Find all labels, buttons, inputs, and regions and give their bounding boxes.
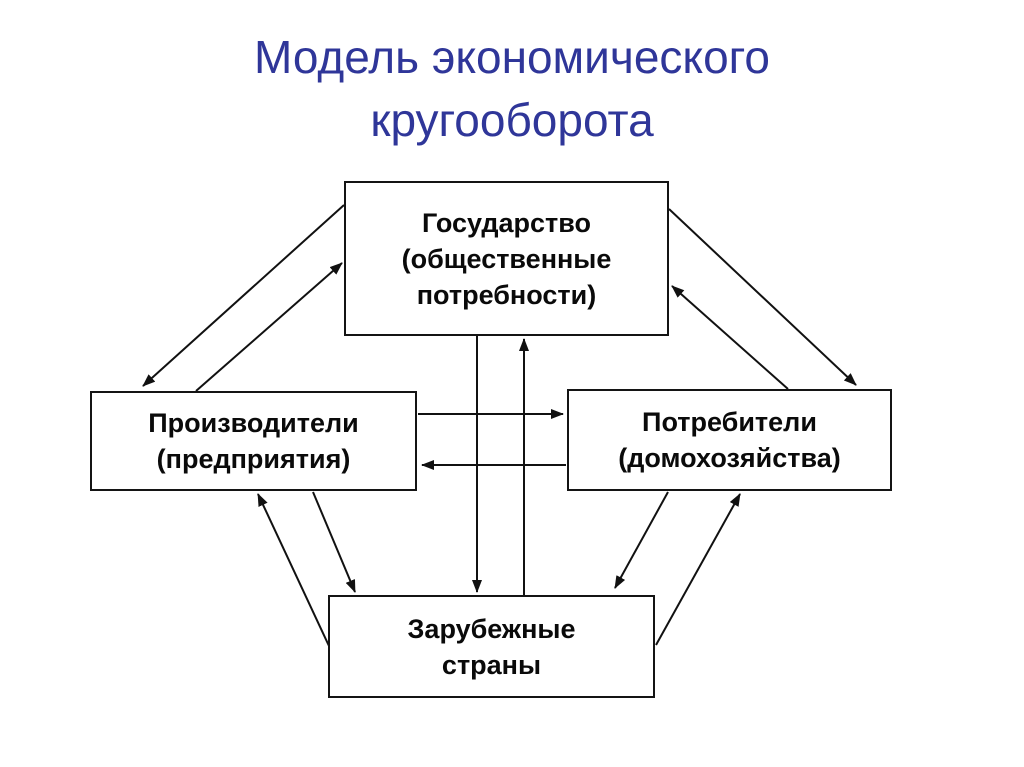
node-consumers-label: Потребители (домохозяйства) bbox=[618, 407, 841, 473]
node-producers-label: Производители (предприятия) bbox=[148, 408, 359, 474]
edge-government-to-consumers bbox=[668, 208, 857, 386]
edge-foreign-to-producers bbox=[257, 493, 330, 647]
node-government: Государство (общественные потребности) bbox=[344, 181, 669, 336]
node-consumers: Потребители (домохозяйства) bbox=[567, 389, 892, 491]
node-government-label: Государство (общественные потребности) bbox=[401, 207, 612, 310]
edge-foreign-to-consumers bbox=[655, 493, 741, 646]
edge-government-to-producers bbox=[142, 204, 345, 387]
edge-producers-to-government bbox=[195, 262, 343, 392]
slide-title: Модель экономического кругооборота bbox=[253, 31, 771, 146]
node-producers: Производители (предприятия) bbox=[90, 391, 417, 491]
edge-producers-to-foreign bbox=[312, 491, 356, 593]
node-foreign: Зарубежные страны bbox=[328, 595, 655, 698]
node-foreign-label: Зарубежные страны bbox=[407, 613, 576, 680]
edge-consumers-to-foreign bbox=[614, 491, 669, 589]
edge-consumers-to-government bbox=[671, 285, 789, 390]
